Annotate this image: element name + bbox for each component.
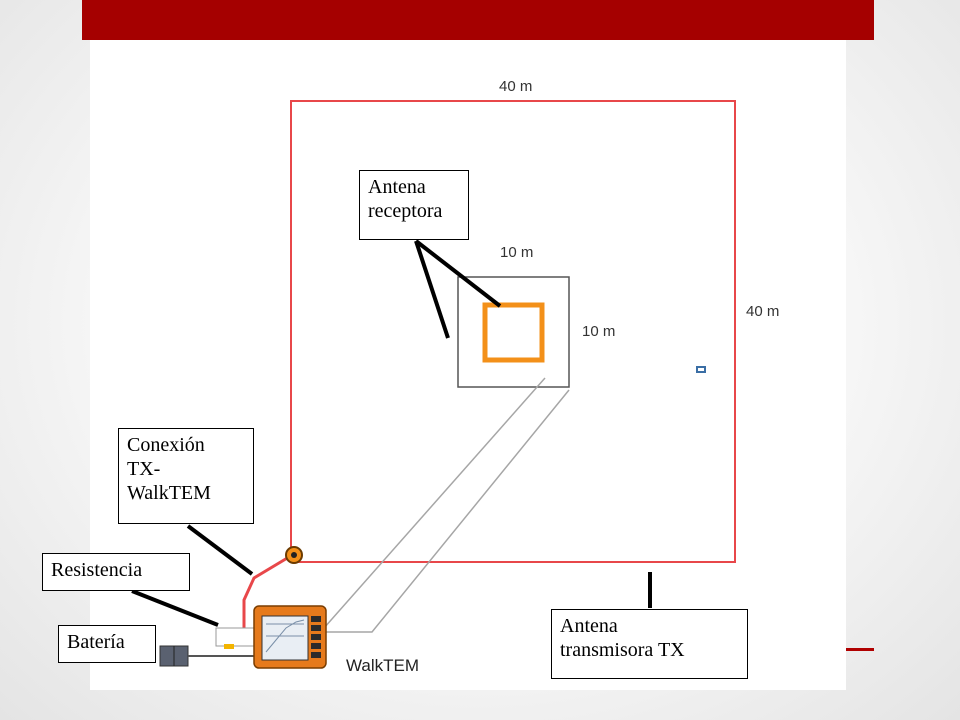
dimension-rx-right: 10 m: [582, 323, 616, 340]
dimension-rx-top: 10 m: [500, 244, 534, 261]
callout-line: transmisora TX: [560, 639, 685, 661]
resistor: [215, 627, 257, 647]
callout-line: Antena: [368, 176, 426, 198]
pointer-conexion: [186, 524, 254, 576]
walktem-keypad: [311, 616, 321, 658]
walktem-screen-traces: [265, 619, 305, 653]
dimension-tx-top: 40 m: [499, 78, 533, 95]
pointer-resistencia: [131, 589, 219, 627]
accent-line: [846, 648, 874, 651]
callout-line: Antena: [560, 615, 618, 637]
rx-cable-2: [324, 389, 570, 633]
device-label: WalkTEM: [346, 656, 420, 675]
pointer-rx-2: [414, 240, 450, 339]
callout-line: WalkTEM: [127, 482, 211, 504]
callout-line: receptora: [368, 200, 443, 222]
callout-line: Resistencia: [51, 559, 143, 581]
pointer-rx-1: [414, 239, 502, 308]
tx-marker: [696, 366, 706, 373]
walktem-screen: [261, 615, 309, 661]
callout-conexion-tx-walktem: Conexión TX- WalkTEM: [118, 428, 254, 524]
callout-antena-receptora: Antena receptora: [359, 170, 469, 240]
callout-pointers: [131, 239, 652, 627]
dimension-tx-right: 40 m: [746, 303, 780, 320]
resistor-element: [224, 644, 234, 649]
header-bar: [82, 0, 874, 40]
callout-line: Batería: [67, 631, 125, 653]
callout-line: TX-: [127, 458, 161, 480]
rx-loop: [482, 302, 545, 363]
diagram-panel: [90, 40, 846, 690]
tx-loop: [290, 100, 736, 563]
callout-bateria: Batería: [58, 625, 156, 663]
callout-line: Conexión: [127, 434, 205, 456]
rx-cable-1: [323, 377, 546, 629]
callout-antena-transmisora: Antena transmisora TX: [551, 609, 748, 679]
cable-reel-hub: [291, 552, 297, 558]
rx-frame: [457, 276, 570, 388]
callout-resistencia: Resistencia: [42, 553, 190, 591]
